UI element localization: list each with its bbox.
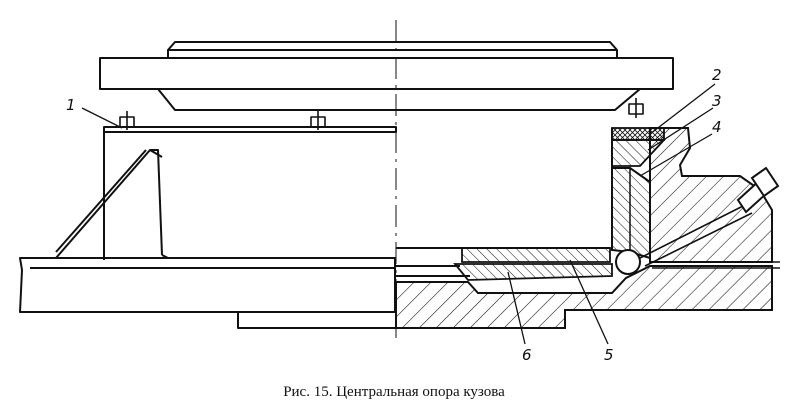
lower-housing-section: [395, 265, 773, 329]
upper-flange: [103, 126, 397, 133]
leader-4: [639, 133, 713, 177]
top-plate: [99, 57, 674, 90]
frame-cross-member: [19, 257, 396, 313]
top-raised-plate: [167, 41, 618, 51]
leader-6: [507, 271, 526, 345]
callout-4: 4: [712, 118, 722, 136]
leader-1: [81, 107, 123, 129]
corner-ball: [615, 249, 641, 275]
lubrication-channel: [639, 204, 780, 269]
leader-3: [647, 107, 714, 151]
callout-3: 3: [712, 92, 722, 110]
gusset-rib: [55, 149, 163, 259]
leader-2: [649, 83, 716, 135]
liner-5: [461, 247, 611, 263]
callout-6: 6: [522, 346, 532, 364]
leader-5: [569, 259, 609, 345]
callout-5: 5: [604, 346, 614, 364]
bolt-right: [628, 98, 644, 118]
callout-1: 1: [66, 96, 76, 114]
vertical-liner: [611, 167, 651, 260]
grease-fitting: [736, 166, 780, 214]
liner-6: [453, 263, 613, 281]
lower-foot: [237, 312, 395, 329]
figure-caption: Рис. 15. Центральная опора кузова: [283, 384, 505, 400]
pivot-boss: [157, 88, 641, 111]
callout-2: 2: [712, 66, 722, 84]
